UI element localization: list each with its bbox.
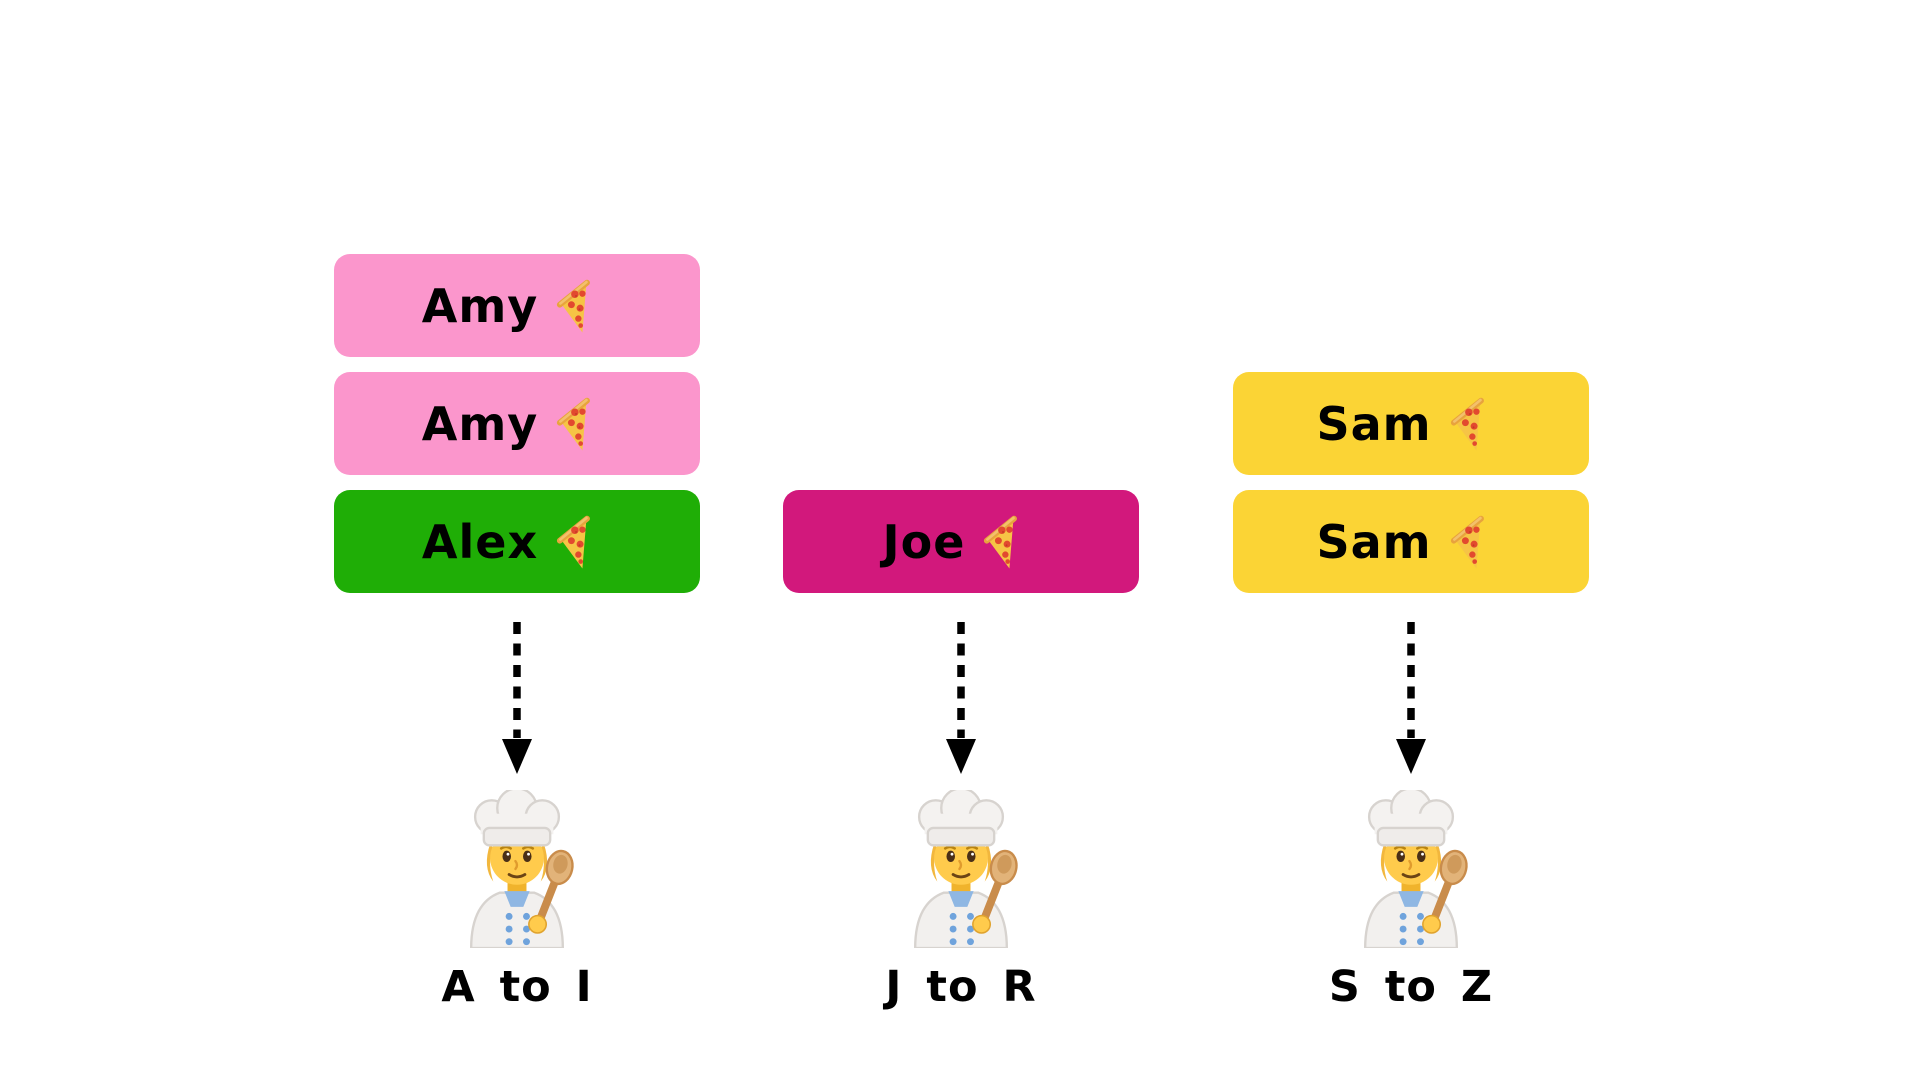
order-ticket-joe: Joe [783,490,1139,593]
order-customer-name: Amy [421,396,539,451]
station-range-label: A to I [441,962,593,1012]
order-ticket-sam-2: Sam [1233,490,1589,593]
order-ticket-sam-1: Sam [1233,372,1589,475]
pizza-slice-icon [981,513,1039,573]
order-ticket-alex: Alex [334,490,700,593]
station-range-label: S to Z [1328,962,1494,1012]
dashed-down-arrow-icon [1389,618,1433,776]
order-ticket-amy-2: Amy [334,372,700,475]
order-customer-name: Sam [1316,396,1432,451]
pizza-slice-icon [554,395,612,455]
chef-cook-icon [438,790,596,948]
chef-cook-icon [1332,790,1490,948]
order-customer-name: Alex [421,514,539,569]
dashed-down-arrow-icon [939,618,983,776]
order-customer-name: Sam [1316,514,1432,569]
pizza-slice-icon [554,277,612,337]
order-ticket-amy-1: Amy [334,254,700,357]
pizza-slice-icon [1448,513,1506,573]
pizza-slice-icon [554,513,612,573]
order-customer-name: Joe [882,514,966,569]
order-customer-name: Amy [421,278,539,333]
chef-cook-icon [882,790,1040,948]
pizza-slice-icon [1448,395,1506,455]
dashed-down-arrow-icon [495,618,539,776]
station-range-label: J to R [885,962,1037,1012]
